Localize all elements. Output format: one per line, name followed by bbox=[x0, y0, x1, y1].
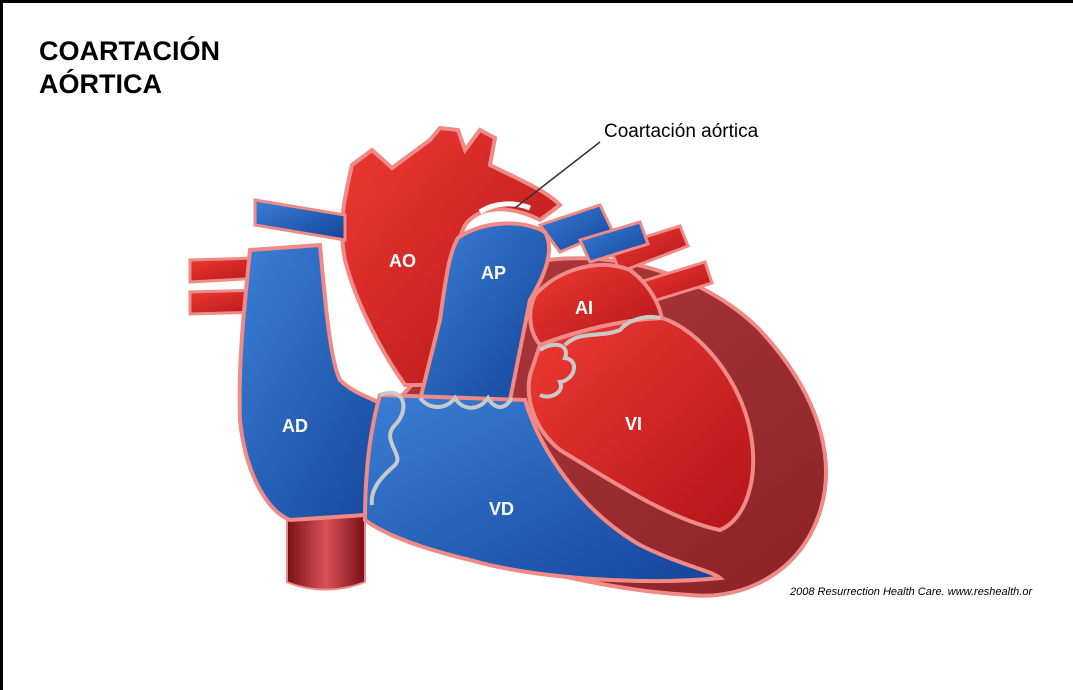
label-vd: VD bbox=[489, 499, 514, 519]
callout-leader-line bbox=[515, 142, 600, 208]
callout-label: Coartación aórtica bbox=[604, 121, 758, 143]
image-credit: 2008 Resurrection Health Care. www.reshe… bbox=[790, 586, 1073, 598]
label-ai: AI bbox=[575, 298, 593, 318]
label-ap: AP bbox=[481, 263, 506, 283]
label-vi: VI bbox=[625, 414, 642, 434]
inferior-vena-cava bbox=[287, 515, 365, 590]
pulmonary-artery-left-branch bbox=[255, 200, 345, 240]
label-ao: AO bbox=[389, 251, 416, 271]
label-ad: AD bbox=[282, 416, 308, 436]
